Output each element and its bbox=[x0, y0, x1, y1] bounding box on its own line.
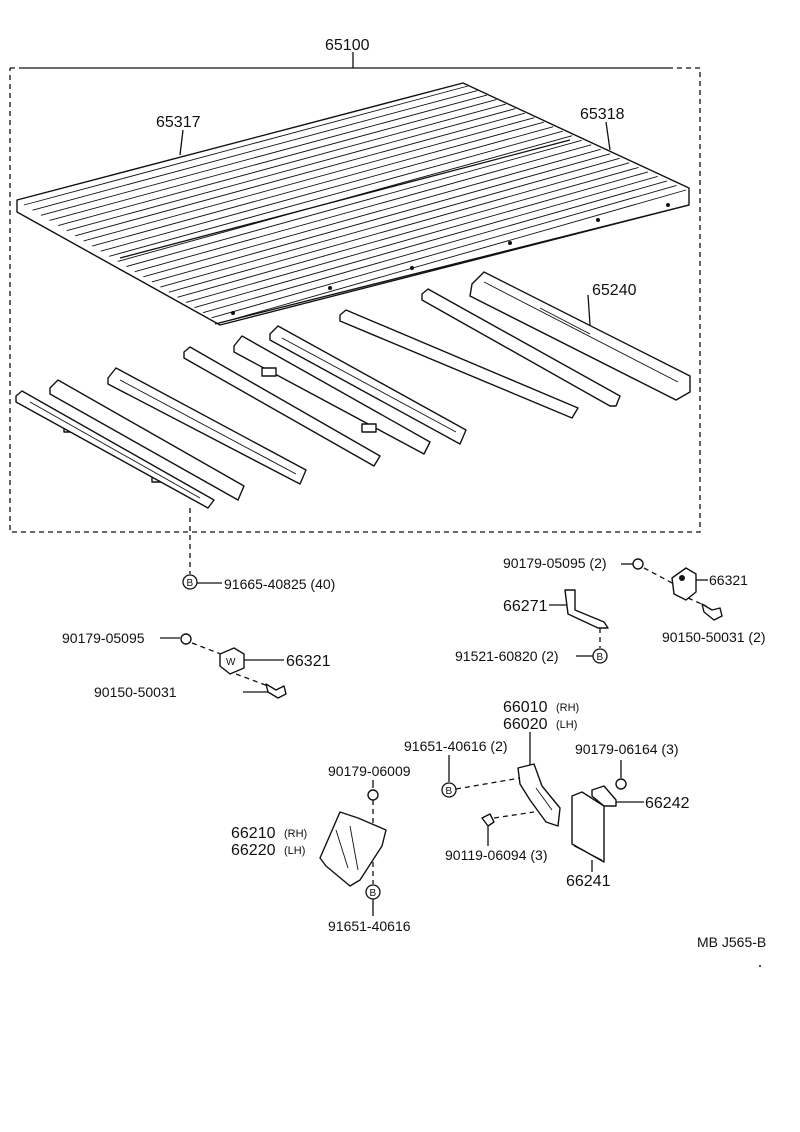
floor-rib bbox=[211, 185, 677, 319]
floor-rib bbox=[168, 162, 630, 293]
floor-rib bbox=[194, 176, 658, 309]
assembly-label: 65100 bbox=[325, 37, 370, 54]
step-nut-label: 90179-06009 bbox=[328, 763, 411, 779]
screw-icon bbox=[265, 683, 287, 699]
screw-icon bbox=[701, 603, 723, 621]
floor-rib bbox=[100, 126, 554, 252]
floor-rib bbox=[109, 130, 563, 257]
step-lh-side: (LH) bbox=[284, 845, 305, 857]
bolt-marker-b-icon bbox=[182, 574, 198, 590]
right-bolt-marker: B bbox=[597, 652, 604, 663]
plate-66242 bbox=[591, 785, 617, 807]
mudguard-66241 bbox=[571, 791, 605, 863]
floor-rib bbox=[75, 112, 525, 237]
step-bolt-label: 91651-40616 bbox=[328, 918, 411, 934]
mudguard-nut-label: 90179-06164 (3) bbox=[575, 741, 679, 757]
nut-icon bbox=[180, 633, 192, 645]
assembly-frame bbox=[9, 52, 701, 533]
floor-rib bbox=[219, 189, 687, 324]
floor-panel bbox=[16, 82, 690, 326]
mudguard-bracket-lh-label: 66020 bbox=[503, 716, 548, 733]
stay-66271 bbox=[564, 589, 609, 629]
mudguard-bolt-a-label: 91651-40616 (2) bbox=[404, 738, 508, 754]
right-bolt-label: 91521-60820 (2) bbox=[455, 648, 559, 664]
floor-rib bbox=[185, 171, 649, 303]
mudguard-label: 66241 bbox=[566, 873, 611, 890]
mudguard-plate-label: 66242 bbox=[645, 795, 690, 812]
svg-text:W: W bbox=[226, 657, 236, 668]
step-rh-side: (RH) bbox=[284, 828, 307, 840]
floor-rib bbox=[160, 157, 620, 288]
floor-rib bbox=[40, 94, 488, 216]
crossmember-rear-label: 65240 bbox=[592, 282, 637, 299]
floor-rib bbox=[57, 103, 507, 226]
bolt-marker-b-icon bbox=[441, 782, 457, 798]
floor-rib bbox=[49, 99, 497, 221]
nut-icon bbox=[367, 789, 379, 801]
bolt-main-marker: B bbox=[187, 578, 194, 589]
cross-members bbox=[15, 271, 691, 509]
bracket-66321-right bbox=[671, 567, 697, 601]
mudguard-bracket bbox=[517, 763, 561, 827]
nut-icon bbox=[615, 778, 627, 790]
floor-rib bbox=[134, 144, 592, 273]
floor-rib bbox=[177, 166, 639, 298]
floor-rib bbox=[32, 90, 478, 211]
step-bolt-marker: B bbox=[370, 888, 377, 899]
left-nut-label: 90179-05095 bbox=[62, 630, 145, 646]
mudguard-bolt-a-marker: B bbox=[446, 786, 453, 797]
floor-panel-right-label: 65318 bbox=[580, 106, 625, 123]
bolt-main-label: 91665-40825 (40) bbox=[224, 576, 335, 592]
left-screw-label: 90150-50031 bbox=[94, 684, 177, 700]
step-bracket bbox=[319, 811, 387, 887]
mudguard-bolt-b-label: 90119-06094 (3) bbox=[445, 847, 547, 863]
step-rh-label: 66210 bbox=[231, 825, 276, 842]
floor-rib bbox=[202, 180, 668, 314]
step-lh-label: 66220 bbox=[231, 842, 276, 859]
floor-rib bbox=[23, 85, 469, 206]
floor-rib bbox=[83, 117, 535, 242]
nut-icon bbox=[632, 558, 644, 570]
mudguard-bracket-rh-side: (RH) bbox=[556, 702, 579, 714]
bracket-66321-left bbox=[219, 647, 245, 675]
reference-code: MB J565-B bbox=[697, 934, 766, 950]
floor-rib bbox=[151, 153, 611, 283]
right-stay-label: 66271 bbox=[503, 598, 548, 615]
floor-rib bbox=[143, 148, 601, 278]
floor-rib bbox=[66, 108, 516, 232]
mudguard-bracket-lh-side: (LH) bbox=[556, 719, 577, 731]
left-bracket-label: 66321 bbox=[286, 653, 331, 670]
floor-rib bbox=[126, 139, 582, 267]
right-screw-label: 90150-50031 (2) bbox=[662, 629, 766, 645]
right-bracket-label: 66321 bbox=[709, 572, 748, 588]
mudguard-bracket-rh-label: 66010 bbox=[503, 699, 548, 716]
right-nut-label: 90179-05095 (2) bbox=[503, 555, 607, 571]
floor-rib bbox=[92, 121, 544, 247]
bolt-icon bbox=[481, 813, 495, 827]
floor-panel-left-label: 65317 bbox=[156, 114, 201, 131]
